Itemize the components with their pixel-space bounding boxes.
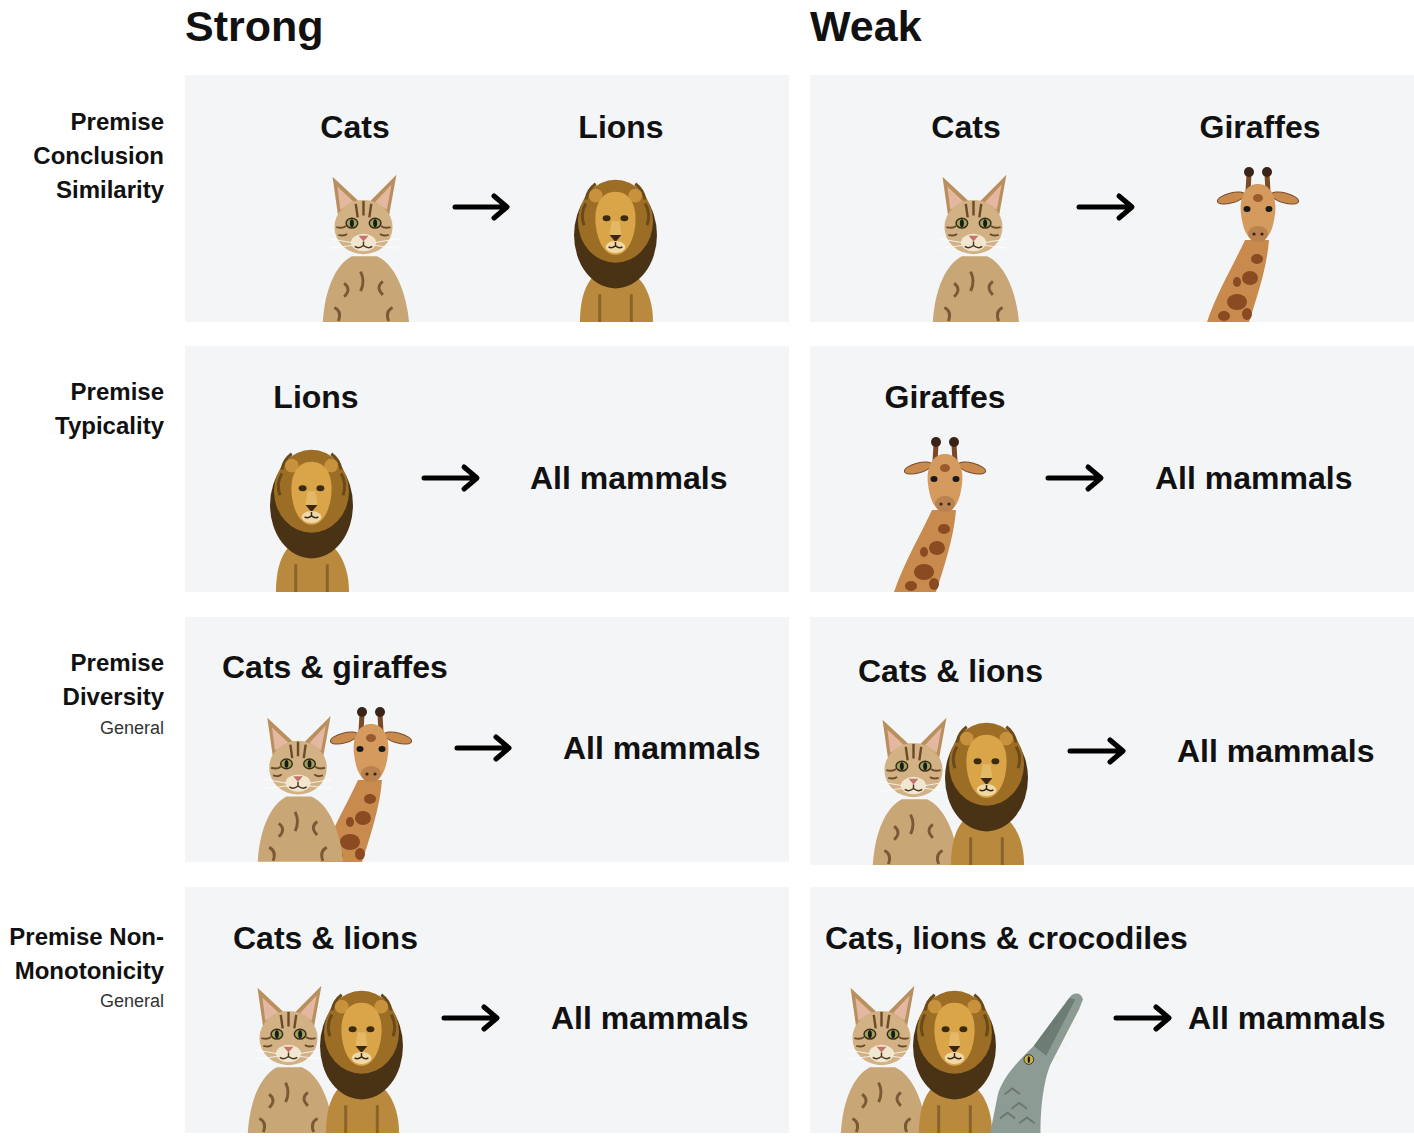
inference-arrow [455,196,507,218]
example-panel: Cats & lionsAll mammals [810,617,1414,865]
conclusion-text: All mammals [1177,732,1374,770]
example-panel: Cats & giraffesAll mammals [185,617,789,862]
conclusion-text: All mammals [1155,459,1352,497]
inference-arrow [1070,740,1123,762]
lion-image [913,991,996,1133]
premise-text: Cats & lions [233,919,418,957]
arrows [424,196,1169,1029]
premise-text: Cats, lions & crocodiles [825,919,1188,957]
row-label: Premise Non-Monotonicity [3,920,164,988]
row-label: Premise Conclusion Similarity [3,105,164,207]
lion-image [320,991,403,1133]
animal-illustrations [248,167,1300,1133]
inference-arrow [424,467,477,489]
cat-image [933,175,1019,322]
premise-text: Giraffes [885,378,1006,416]
conclusion-text: All mammals [1188,999,1385,1037]
giraffe-image [1207,167,1300,322]
conclusion-text: Lions [578,108,663,146]
cat-image [841,986,927,1133]
cat-image [873,718,959,865]
inference-arrow [1079,196,1132,218]
inference-arrow [457,737,509,759]
conclusion-text: All mammals [530,459,727,497]
conclusion-text: All mammals [563,729,760,767]
example-panel: Cats & lionsAll mammals [185,887,789,1133]
example-panel: GiraffesAll mammals [810,346,1414,592]
row-label: Premise Typicality [3,375,164,443]
column-heading: Strong [185,2,324,51]
column-heading: Weak [810,2,922,51]
inference-arrow [1048,467,1101,489]
conclusion-text: All mammals [551,999,748,1037]
example-panel: Cats Giraffes [810,75,1414,322]
lion-image [574,180,657,322]
lion-image [945,723,1028,865]
example-panel: Cats, lions & crocodilesAll mammals [810,887,1414,1133]
cat-image [323,175,409,322]
row-label: Premise Diversity [3,646,164,714]
premise-text: Cats [320,108,389,146]
premise-text: Cats & lions [858,652,1043,690]
lion-image [270,450,353,592]
inference-arrow [444,1007,497,1029]
row-sublabel: General [3,990,164,1012]
crocodile-image [990,994,1083,1133]
row-sublabel: General [3,717,164,739]
conclusion-text: Giraffes [1200,108,1321,146]
cat-image [258,716,343,862]
example-panel: LionsAll mammals [185,346,789,592]
example-panel: Cats Lions [185,75,789,322]
giraffe-image [894,437,987,592]
giraffe-image [320,707,413,862]
inference-arrow [1116,1007,1169,1029]
premise-text: Cats [931,108,1000,146]
cat-image [248,986,334,1133]
premise-text: Cats & giraffes [222,648,448,686]
premise-text: Lions [273,378,358,416]
